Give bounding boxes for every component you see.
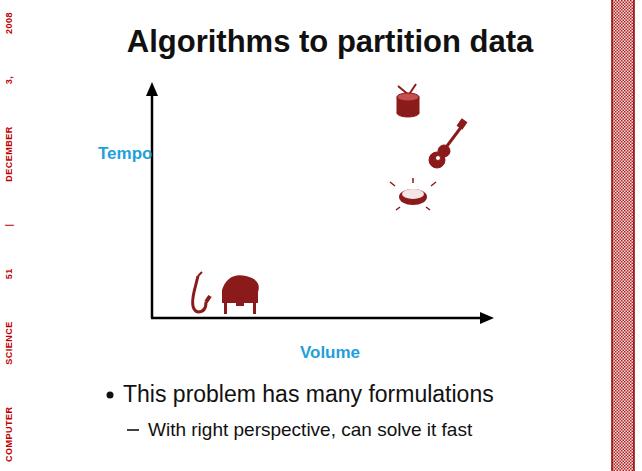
side-bar-edge: [633, 0, 635, 471]
side-bar-texture: [612, 0, 634, 471]
bullet-dash: [127, 429, 139, 431]
x-axis: [151, 317, 484, 320]
side-bar-edge: [611, 0, 613, 471]
saxophone-icon: [193, 272, 210, 312]
sub-bullet-text: With right perspective, can solve it fas…: [148, 419, 472, 441]
axis-label: Volume: [300, 343, 360, 363]
y-axis: [151, 92, 154, 318]
arrowhead: [480, 312, 494, 324]
guitar-icon: [429, 119, 467, 168]
side-bar: [610, 0, 642, 471]
arrowhead: [146, 82, 158, 96]
bullet-text: This problem has many formulations: [123, 381, 494, 408]
sidebar-text: COMPUTER SCIENCE 51 | DECEMBER 3, 2008: [4, 12, 14, 462]
tambourine-icon: [390, 178, 436, 210]
slide-title: Algorithms to partition data: [127, 24, 533, 60]
piano-icon: [222, 275, 259, 314]
bullet-dot: [107, 392, 114, 399]
axis-label: Tempo: [98, 144, 152, 164]
drum-icon: [397, 84, 419, 117]
